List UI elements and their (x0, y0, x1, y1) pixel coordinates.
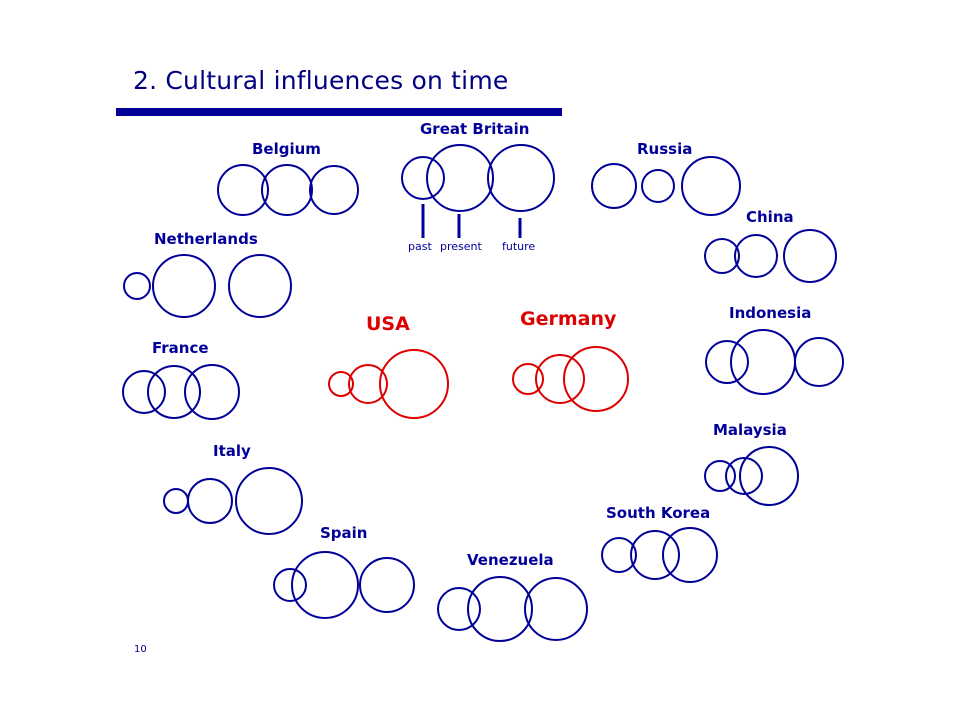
south-korea-circles (601, 527, 718, 583)
great-britain-circles (401, 144, 555, 212)
venezuela-circles (437, 576, 588, 642)
france-present-circle (147, 365, 201, 419)
south-korea-past-circle (601, 537, 637, 573)
netherlands-past-circle (123, 272, 151, 300)
page-number: 10 (134, 644, 147, 655)
netherlands-present-circle (152, 254, 216, 318)
great-britain-present-circle (426, 144, 494, 212)
great-britain-future-circle (487, 144, 555, 212)
russia-future-circle (681, 156, 741, 216)
venezuela-past-circle (437, 587, 481, 631)
belgium-past-circle (217, 164, 269, 216)
netherlands-circles (123, 254, 292, 318)
china-circles (704, 229, 837, 283)
indonesia-circles (705, 329, 844, 395)
indonesia-future-circle (794, 337, 844, 387)
usa-future-circle (379, 349, 449, 419)
usa-past-circle (328, 371, 354, 397)
venezuela-future-circle (524, 577, 588, 641)
malaysia-future-circle (739, 446, 799, 506)
label-italy: Italy (213, 442, 251, 460)
indonesia-past-circle (705, 340, 749, 384)
label-malaysia: Malaysia (713, 421, 787, 439)
italy-past-circle (163, 488, 189, 514)
label-france: France (152, 339, 209, 357)
label-venezuela: Venezuela (467, 551, 554, 569)
china-present-circle (734, 234, 778, 278)
china-future-circle (783, 229, 837, 283)
italy-present-circle (187, 478, 233, 524)
germany-circles (512, 346, 629, 412)
label-china: China (746, 208, 794, 226)
belgium-future-circle (309, 165, 359, 215)
germany-future-circle (563, 346, 629, 412)
germany-past-circle (512, 363, 544, 395)
label-belgium: Belgium (252, 140, 321, 158)
france-future-circle (184, 364, 240, 420)
netherlands-future-circle (228, 254, 292, 318)
label-usa: USA (366, 313, 410, 335)
usa-circles (328, 349, 449, 419)
belgium-circles (217, 164, 359, 216)
title-rule (116, 108, 562, 116)
germany-present-circle (535, 354, 585, 404)
label-russia: Russia (637, 140, 692, 158)
malaysia-past-circle (704, 460, 736, 492)
label-south-korea: South Korea (606, 504, 710, 522)
italy-circles (163, 467, 303, 535)
legend-present-label: present (440, 240, 483, 253)
label-spain: Spain (320, 524, 367, 542)
spain-present-circle (291, 551, 359, 619)
spain-past-circle (273, 568, 307, 602)
spain-future-circle (359, 557, 415, 613)
malaysia-present-circle (725, 457, 763, 495)
russia-present-circle (641, 169, 675, 203)
russia-circles (591, 156, 741, 216)
russia-past-circle (591, 163, 637, 209)
belgium-present-circle (261, 164, 313, 216)
france-circles (122, 364, 240, 420)
label-indonesia: Indonesia (729, 304, 811, 322)
great-britain-past-circle (401, 156, 445, 200)
legend-past-label: past (408, 240, 432, 253)
legend-future-label: future (502, 240, 535, 253)
label-germany: Germany (520, 308, 617, 330)
italy-future-circle (235, 467, 303, 535)
indonesia-present-circle (730, 329, 796, 395)
venezuela-present-circle (467, 576, 533, 642)
malaysia-circles (704, 446, 799, 506)
south-korea-future-circle (662, 527, 718, 583)
label-netherlands: Netherlands (154, 230, 258, 248)
slide-title: 2. Cultural influences on time (133, 66, 509, 95)
spain-circles (273, 551, 415, 619)
china-past-circle (704, 238, 740, 274)
label-great-britain: Great Britain (420, 120, 529, 138)
france-past-circle (122, 370, 166, 414)
legend-ticks (421, 204, 522, 238)
usa-present-circle (348, 364, 388, 404)
south-korea-present-circle (630, 530, 680, 580)
